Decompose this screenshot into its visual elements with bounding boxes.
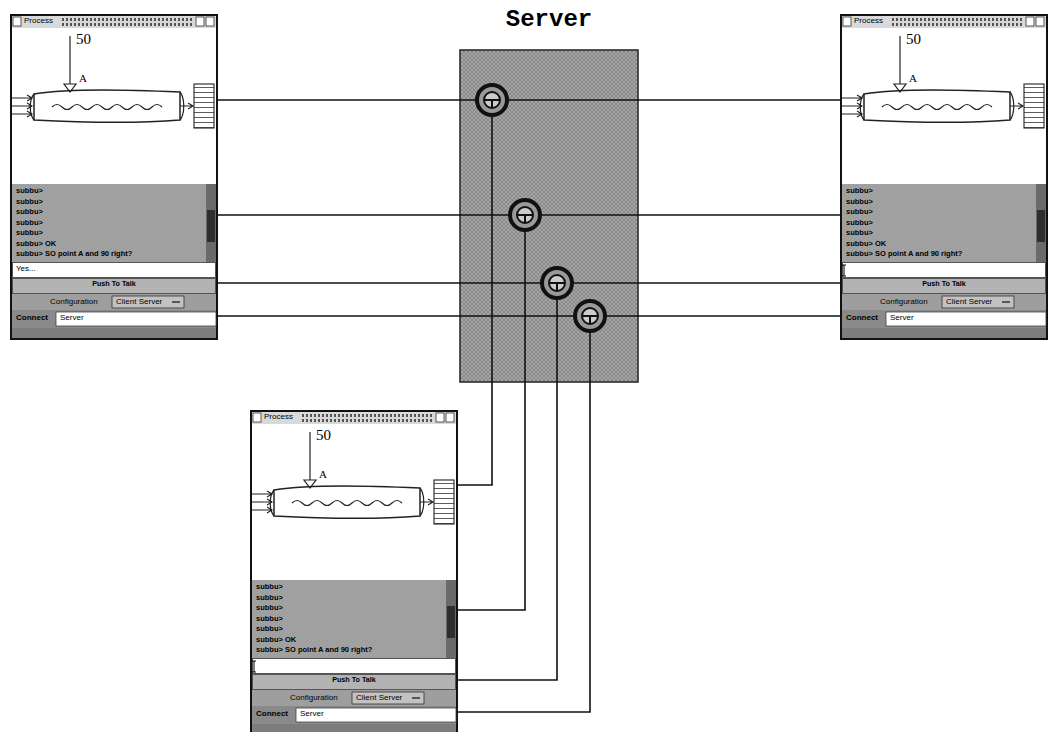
- sketch-text: A: [909, 72, 917, 85]
- chat-text: subbu>: [16, 218, 43, 227]
- chat-text: subbu> SO point A and 90 right?: [256, 645, 372, 654]
- connection-line: [456, 382, 525, 610]
- text-cursor: [252, 661, 256, 672]
- chat-panel: subbu>subbu>subbu>subbu>subbu>subbu> OKs…: [12, 184, 216, 262]
- chat-text: subbu>: [846, 186, 873, 195]
- input-field: Yes...: [12, 262, 216, 278]
- config-text: Configuration: [880, 297, 928, 307]
- chat-text: subbu>: [256, 593, 283, 602]
- server-internal-wires: [460, 100, 638, 382]
- server-box: Server: [460, 50, 638, 382]
- connection-line: [216, 214, 460, 216]
- connection-line: [638, 99, 842, 101]
- chat-text: subbu>: [256, 614, 283, 623]
- client-window-chrome: [251, 411, 457, 732]
- connect-row: Connect Server: [252, 706, 456, 724]
- ptt-text: Push To Talk: [842, 280, 1046, 289]
- connect-text: Connect: [16, 313, 48, 323]
- hub-symbol: [510, 200, 540, 230]
- hub-symbol: [542, 268, 572, 298]
- chat-text: subbu>: [256, 624, 283, 633]
- chat-text: subbu>: [256, 603, 283, 612]
- connect-text: Connect: [256, 709, 288, 719]
- chat-text: subbu>: [16, 207, 43, 216]
- chat-text: subbu>: [16, 228, 43, 237]
- chat-text: subbu> OK: [16, 239, 56, 248]
- connect-text: Server: [300, 709, 324, 719]
- connect-row: Connect Server: [842, 310, 1046, 328]
- chat-text: subbu>: [846, 197, 873, 206]
- sketch-text: 50: [906, 30, 921, 48]
- configuration-row: Configuration Client Server: [842, 294, 1046, 310]
- connect-row: Connect Server: [12, 310, 216, 328]
- server-text: Server: [460, 6, 638, 35]
- hub-symbol: [477, 85, 507, 115]
- chat-text: subbu>: [846, 228, 873, 237]
- push-to-talk-button: Push To Talk: [842, 278, 1046, 294]
- client-window: Process50Asubbu>subbu>subbu>subbu>subbu>…: [10, 14, 218, 340]
- chat-text: subbu>: [256, 582, 283, 591]
- chat-text: subbu>: [16, 186, 43, 195]
- chat-text: subbu> OK: [256, 635, 296, 644]
- push-to-talk-button: Push To Talk: [12, 278, 216, 294]
- ptt-text: Push To Talk: [12, 280, 216, 289]
- configuration-row: Configuration Client Server: [252, 690, 456, 706]
- connect-text: Connect: [846, 313, 878, 323]
- connection-line: [456, 382, 590, 712]
- config-text: Client Server: [116, 297, 162, 307]
- ptt-text: Push To Talk: [252, 676, 456, 685]
- config-text: Client Server: [946, 297, 992, 307]
- client-window-chrome: [841, 15, 1047, 339]
- sketch-text: A: [79, 72, 87, 85]
- chat-text: subbu>: [846, 207, 873, 216]
- config-text: Configuration: [290, 693, 338, 703]
- connection-line: [456, 382, 557, 680]
- sketch-text: 50: [316, 426, 331, 444]
- config-text: Client Server: [356, 693, 402, 703]
- configuration-row: Configuration Client Server: [12, 294, 216, 310]
- chat-text: subbu> SO point A and 90 right?: [16, 249, 132, 258]
- connect-text: Server: [60, 313, 84, 323]
- chat-text: subbu>: [846, 218, 873, 227]
- push-to-talk-button: Push To Talk: [252, 674, 456, 690]
- hub-symbol: [575, 301, 605, 331]
- input-text: Yes...: [16, 264, 36, 274]
- win-text: Process: [264, 412, 293, 422]
- connection-line: [456, 382, 492, 485]
- server-box-ground: [460, 50, 638, 382]
- client-window: Process50Asubbu>subbu>subbu>subbu>subbu>…: [250, 410, 458, 732]
- sketch-text: 50: [76, 30, 91, 48]
- connection-line: [216, 99, 460, 101]
- connection-line: [216, 282, 460, 284]
- connection-line: [216, 315, 460, 317]
- chat-text: subbu> OK: [846, 239, 886, 248]
- connection-line: [638, 315, 842, 317]
- sketch-text: A: [319, 468, 327, 481]
- text-cursor: [842, 265, 846, 276]
- chat-panel: subbu>subbu>subbu>subbu>subbu>subbu> OKs…: [842, 184, 1046, 262]
- client-window-chrome: [11, 15, 217, 339]
- connection-line: [638, 214, 842, 216]
- sketch-panel: 50A: [252, 424, 456, 580]
- win-text: Process: [854, 16, 883, 26]
- chat-text: subbu> SO point A and 90 right?: [846, 249, 962, 258]
- connect-text: Server: [890, 313, 914, 323]
- sketch-panel: 50A: [842, 28, 1046, 184]
- chat-text: subbu>: [16, 197, 43, 206]
- config-text: Configuration: [50, 297, 98, 307]
- client-window: Process50Asubbu>subbu>subbu>subbu>subbu>…: [840, 14, 1048, 340]
- sketch-panel: 50A: [12, 28, 216, 184]
- win-text: Process: [24, 16, 53, 26]
- connection-line: [638, 282, 842, 284]
- chat-panel: subbu>subbu>subbu>subbu>subbu>subbu> OKs…: [252, 580, 456, 658]
